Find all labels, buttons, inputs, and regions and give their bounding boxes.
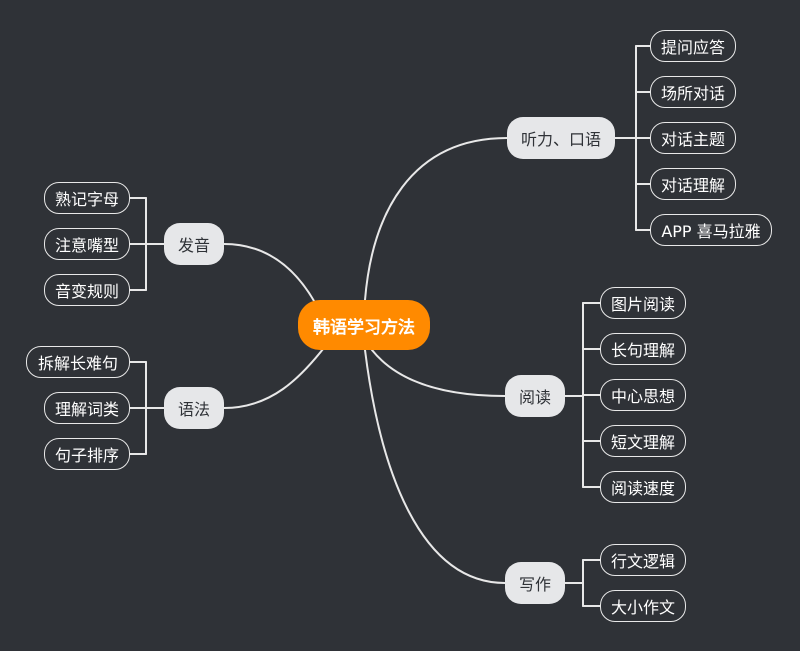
leaf-reading-1[interactable]: 图片阅读 xyxy=(600,287,686,319)
leaf-label: 长句理解 xyxy=(610,341,675,360)
leaf-label: 对话理解 xyxy=(660,176,725,195)
link-root-pronunciation xyxy=(223,243,321,313)
branch-writing[interactable]: 写作 xyxy=(505,562,565,604)
branch-grammar-label: 语法 xyxy=(177,400,210,419)
leaf-writing-2[interactable]: 大小作文 xyxy=(600,590,686,622)
branch-grammar[interactable]: 语法 xyxy=(164,387,224,429)
branch-reading[interactable]: 阅读 xyxy=(505,375,565,417)
leaf-label: 场所对话 xyxy=(660,84,725,103)
leaf-writing-1[interactable]: 行文逻辑 xyxy=(600,544,686,576)
leaf-label: 提问应答 xyxy=(660,38,725,57)
leaf-grammar-3[interactable]: 句子排序 xyxy=(44,438,130,470)
leaf-label: 注意嘴型 xyxy=(54,236,119,255)
leaf-listening-3[interactable]: 对话主题 xyxy=(650,122,736,154)
leaf-label: 音变规则 xyxy=(54,282,119,301)
leaf-grammar-1[interactable]: 拆解长难句 xyxy=(26,346,130,378)
root-label: 韩语学习方法 xyxy=(313,317,415,338)
leaf-label: 对话主题 xyxy=(660,130,725,149)
leaf-pronunciation-2[interactable]: 注意嘴型 xyxy=(44,228,130,260)
leaf-grammar-2[interactable]: 理解词类 xyxy=(44,392,130,424)
leaf-pronunciation-3[interactable]: 音变规则 xyxy=(44,274,130,306)
branch-pronunciation[interactable]: 发音 xyxy=(164,223,224,265)
leaf-listening-4[interactable]: 对话理解 xyxy=(650,168,736,200)
leaf-label: 中心思想 xyxy=(610,387,675,406)
link-root-reading xyxy=(371,349,506,397)
branch-pronunciation-label: 发音 xyxy=(177,236,210,255)
leaf-reading-4[interactable]: 短文理解 xyxy=(600,425,686,457)
leaf-listening-2[interactable]: 场所对话 xyxy=(650,76,736,108)
branch-listening[interactable]: 听力、口语 xyxy=(507,117,615,159)
leaf-listening-1[interactable]: 提问应答 xyxy=(650,30,736,62)
link-root-listening xyxy=(364,137,508,301)
leaf-label: APP 喜马拉雅 xyxy=(661,222,761,241)
link-root-writing xyxy=(364,349,506,584)
leaf-label: 句子排序 xyxy=(54,446,119,465)
leaf-label: 短文理解 xyxy=(610,433,675,452)
leaf-pronunciation-1[interactable]: 熟记字母 xyxy=(44,182,130,214)
leaf-label: 大小作文 xyxy=(610,598,675,617)
branch-reading-label: 阅读 xyxy=(518,388,551,407)
leaf-label: 图片阅读 xyxy=(610,295,675,314)
leaf-label: 阅读速度 xyxy=(610,479,675,498)
leaf-label: 拆解长难句 xyxy=(37,354,118,373)
link-root-grammar xyxy=(223,339,331,409)
leaf-label: 熟记字母 xyxy=(54,190,119,209)
leaf-listening-5[interactable]: APP 喜马拉雅 xyxy=(650,214,772,246)
leaf-label: 行文逻辑 xyxy=(610,552,675,571)
leaf-reading-2[interactable]: 长句理解 xyxy=(600,333,686,365)
branch-writing-label: 写作 xyxy=(518,575,551,594)
root-node[interactable]: 韩语学习方法 xyxy=(298,300,430,350)
leaf-reading-5[interactable]: 阅读速度 xyxy=(600,471,686,503)
branch-listening-label: 听力、口语 xyxy=(520,130,601,149)
leaf-label: 理解词类 xyxy=(54,400,119,419)
leaf-reading-3[interactable]: 中心思想 xyxy=(600,379,686,411)
